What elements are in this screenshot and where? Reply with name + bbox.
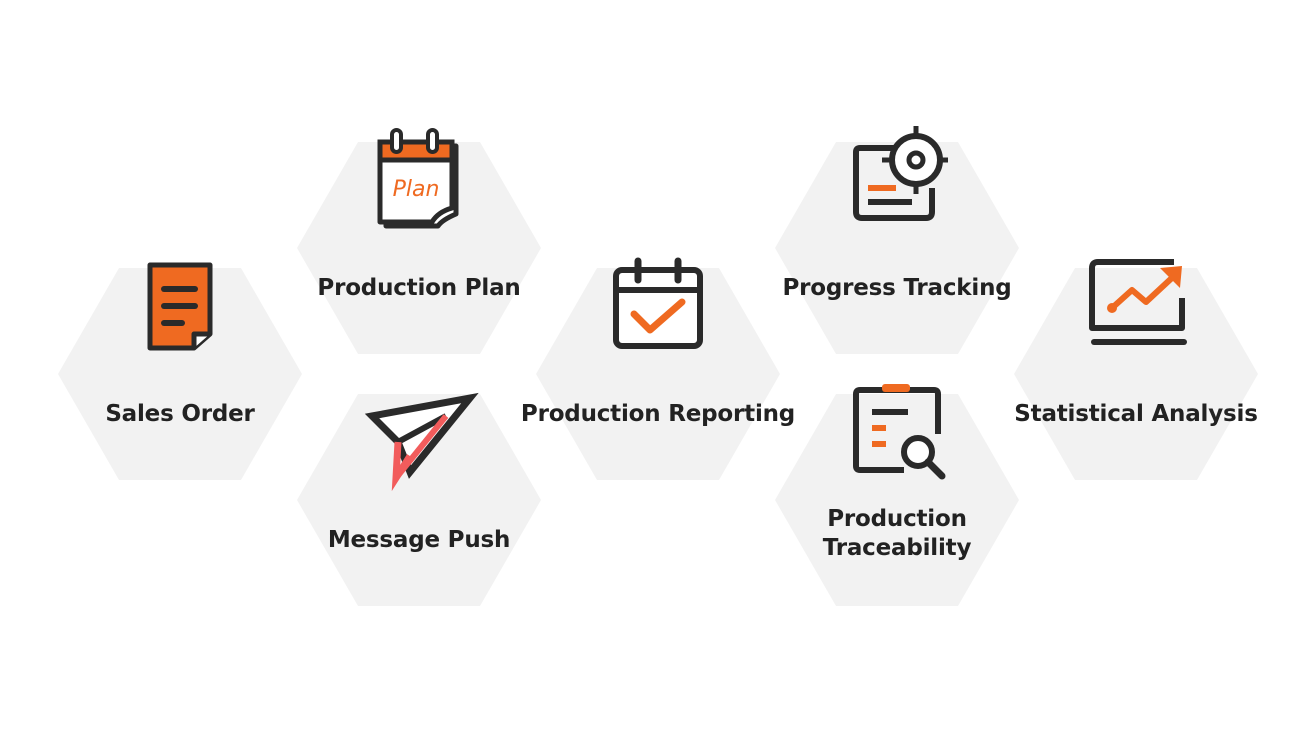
document-icon: [147, 262, 213, 351]
calendar-check-icon: [613, 257, 703, 349]
target-icon: [853, 126, 948, 221]
clipboard-search-icon: [853, 384, 946, 480]
plan-icon-text: Plan: [393, 177, 440, 202]
label-production-traceability-line1: Production: [827, 506, 967, 532]
label-production-reporting: Production Reporting: [520, 401, 796, 427]
label-production-traceability-line2: Traceability: [822, 535, 972, 561]
label-production-traceability: Production Traceability: [747, 505, 1047, 563]
hex-production-traceability: [775, 394, 1019, 606]
laptop-trend-icon: [1089, 259, 1187, 345]
paper-plane-icon: [364, 392, 479, 492]
label-progress-tracking: Progress Tracking: [782, 275, 1012, 301]
plan-calendar-icon: Plan: [377, 128, 459, 229]
label-sales-order: Sales Order: [105, 401, 255, 427]
label-production-plan: Production Plan: [317, 275, 521, 301]
label-statistical-analysis: Statistical Analysis: [1014, 401, 1258, 427]
label-message-push: Message Push: [327, 527, 511, 553]
